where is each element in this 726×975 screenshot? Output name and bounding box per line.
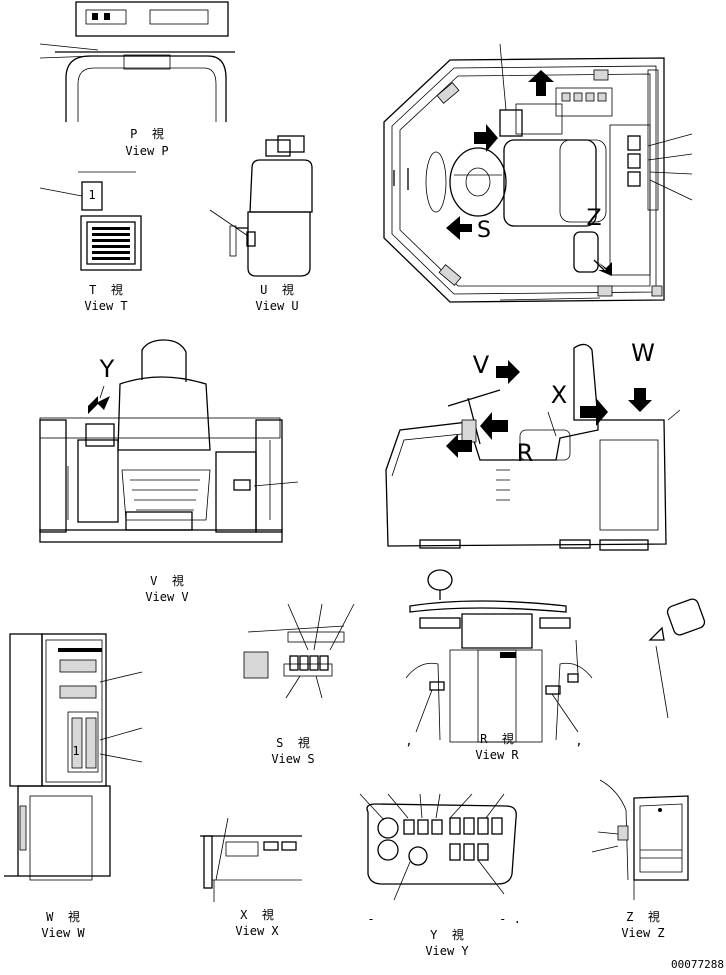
cab-plan-view (383, 43, 693, 303)
view-u-title: U 視 (260, 283, 294, 297)
dash-right: - . (499, 912, 521, 926)
lamp-detail (648, 598, 706, 719)
view-x-caption: View X (235, 924, 279, 938)
view-w-title: W 視 (46, 910, 80, 924)
view-u-drawing (209, 135, 313, 277)
view-p-drawing (39, 1, 235, 122)
view-s-caption: View S (271, 752, 315, 766)
callout-r: R (516, 439, 534, 467)
comma-right: , (575, 734, 583, 748)
view-w-icon-label: 1 (72, 744, 80, 758)
view-s-title: S 視 (276, 736, 310, 750)
view-p-caption: View P (125, 144, 169, 158)
comma-left: , (405, 734, 413, 748)
view-t-grille (92, 227, 130, 260)
callout-y: Y (99, 355, 115, 383)
cab-side-view (385, 343, 681, 551)
view-s-drawing (243, 603, 355, 699)
view-w-drawing (4, 633, 143, 881)
view-y-drawing (359, 793, 517, 901)
view-x-title: X 視 (240, 908, 274, 922)
view-z-title: Z 視 (626, 910, 660, 924)
view-p-title: P 視 (130, 127, 164, 141)
callout-v: V (472, 351, 490, 379)
view-r-caption: View R (475, 748, 519, 762)
view-t-icon-label: 1 (88, 188, 96, 202)
view-u-caption: View U (255, 299, 299, 313)
callout-s: S (477, 218, 491, 243)
view-r-title: R 視 (480, 732, 514, 746)
view-y-caption: View Y (425, 944, 469, 958)
view-v-title: V 視 (150, 574, 184, 588)
view-t-title: T 視 (89, 283, 123, 297)
view-r-drawing (405, 569, 593, 743)
drawing-number: 00077288 (671, 958, 724, 971)
view-z-drawing (591, 779, 689, 900)
view-v-caption: View V (145, 590, 189, 604)
dash-left: - (367, 912, 375, 926)
callout-w: W (631, 339, 655, 367)
view-z-caption: View Z (621, 926, 665, 940)
view-x-drawing (200, 817, 302, 902)
view-w-caption: View W (41, 926, 85, 940)
view-t-caption: View T (84, 299, 128, 313)
view-t-drawing (39, 171, 142, 271)
view-v-drawing (39, 339, 299, 543)
callout-x: X (550, 381, 568, 409)
callout-z: Z (586, 206, 602, 231)
view-y-title: Y 視 (430, 928, 464, 942)
